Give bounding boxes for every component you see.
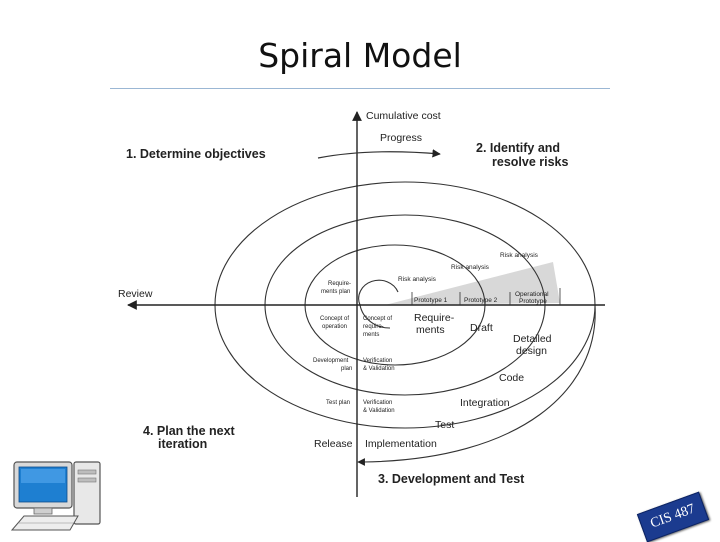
risk-analysis-label-3: Risk analysis	[500, 252, 539, 259]
detailed-design-line1: Detailed	[513, 333, 552, 345]
draft-label: Draft	[470, 322, 493, 334]
development-plan-line2: plan	[341, 366, 352, 372]
quadrant-4-label-line1: 4. Plan the next	[143, 424, 236, 438]
detailed-design-line2: design	[516, 345, 547, 357]
spiral-loop-1	[358, 279, 399, 329]
quadrant-4-label-line2: iteration	[158, 437, 207, 451]
requirements-plan-line2: ments plan	[321, 289, 350, 295]
concept-of-operation-line1: Concept of	[320, 316, 349, 322]
risk-analysis-label-1: Risk analysis	[398, 276, 437, 283]
concept-of-requirements-line2: require-	[363, 324, 384, 330]
requirements-plan-line1: Require-	[328, 281, 351, 287]
release-label: Release	[314, 438, 353, 450]
integration-label: Integration	[460, 397, 510, 409]
verification-1-line1: Verification	[363, 358, 392, 364]
axis-label-review: Review	[118, 288, 153, 300]
slide-title: Spiral Model	[258, 36, 462, 75]
requirements-label-line1: Require-	[414, 312, 455, 324]
verification-1-line2: & Validation	[363, 366, 395, 372]
quadrant-2-label-line2: resolve risks	[492, 155, 568, 169]
progress-label: Progress	[380, 132, 422, 144]
operational-prototype-line1: Operational	[515, 291, 549, 298]
prototype-1-label: Prototype 1	[414, 297, 448, 304]
quadrant-1-label: 1. Determine objectives	[126, 147, 266, 161]
axis-label-cumulative-cost: Cumulative cost	[366, 110, 441, 122]
progress-arrow	[317, 149, 441, 159]
spiral-loop-outer	[362, 304, 596, 463]
concept-of-requirements-line3: ments	[363, 332, 379, 338]
prototype-2-label: Prototype 2	[464, 297, 498, 304]
implementation-label: Implementation	[365, 438, 437, 450]
risk-wedge	[385, 262, 560, 305]
development-plan-line1: Development	[313, 358, 349, 364]
operational-prototype-line2: Prototype	[519, 298, 547, 305]
quadrant-3-label: 3. Development and Test	[378, 472, 525, 486]
code-label: Code	[499, 372, 524, 384]
computer-icon	[10, 461, 101, 531]
verification-2-line1: Verification	[363, 400, 392, 406]
requirements-label-line2: ments	[416, 324, 445, 336]
test-plan-label: Test plan	[326, 400, 350, 406]
risk-analysis-label-2: Risk analysis	[451, 264, 490, 271]
quadrant-2-label-line1: 2. Identify and	[476, 141, 560, 155]
concept-of-operation-line2: operation	[322, 324, 347, 330]
test-label: Test	[435, 419, 454, 431]
verification-2-line2: & Validation	[363, 408, 395, 414]
concept-of-requirements-line1: Concept of	[363, 316, 392, 322]
title-divider	[110, 88, 610, 89]
